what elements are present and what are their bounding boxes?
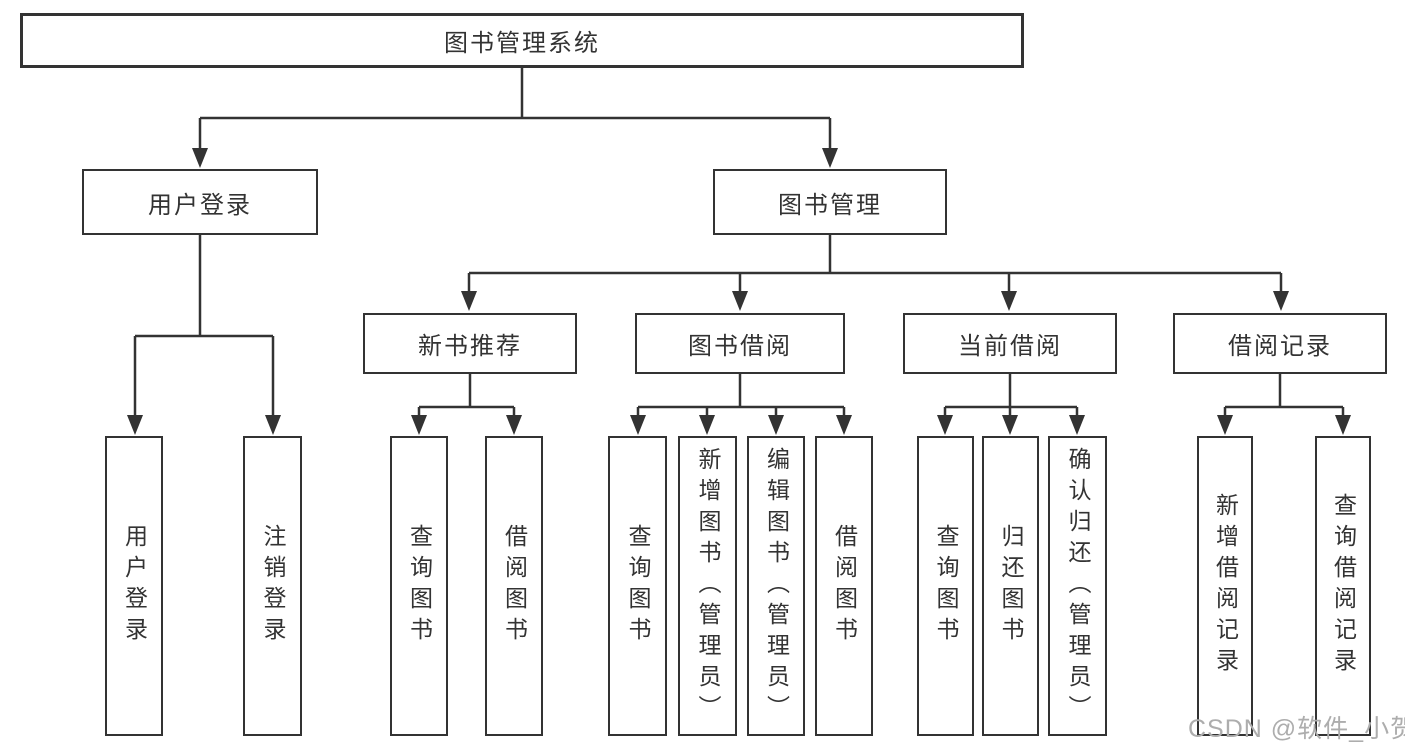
node-borrow-record-label: 借阅记录 — [1228, 333, 1332, 360]
leaf-edit-book-admin: 编辑图书（管理员） — [747, 436, 805, 736]
leaf-add-book-admin-label: 新增图书（管理员） — [695, 446, 721, 726]
node-borrow-record: 借阅记录 — [1173, 313, 1387, 374]
leaf-user-login-label: 用户登录 — [121, 524, 148, 648]
node-user-login: 用户登录 — [82, 169, 318, 235]
leaf-recommend-query-book: 查询图书 — [390, 436, 448, 736]
leaf-logout-label: 注销登录 — [260, 524, 286, 648]
leaf-recommend-borrow-book-label: 借阅图书 — [501, 524, 528, 648]
leaf-add-borrow-record: 新增借阅记录 — [1197, 436, 1253, 736]
node-book-borrow-label: 图书借阅 — [688, 333, 792, 360]
node-root-system: 图书管理系统 — [20, 13, 1024, 68]
csdn-watermark: CSDN @软件_小贺同学 — [1188, 715, 1405, 743]
leaf-recommend-query-book-label: 查询图书 — [406, 524, 433, 648]
leaf-add-borrow-record-label: 新增借阅记录 — [1212, 493, 1239, 679]
node-book-management-label: 图书管理 — [778, 191, 882, 219]
leaf-confirm-return-admin-label: 确认归还（管理员） — [1065, 446, 1091, 726]
leaf-user-login: 用户登录 — [105, 436, 163, 736]
node-root-label: 图书管理系统 — [444, 30, 600, 57]
leaf-current-query-book: 查询图书 — [917, 436, 974, 736]
leaf-borrow-query-book: 查询图书 — [608, 436, 667, 736]
leaf-add-book-admin: 新增图书（管理员） — [678, 436, 737, 736]
leaf-return-book: 归还图书 — [982, 436, 1039, 736]
leaf-query-borrow-record: 查询借阅记录 — [1315, 436, 1371, 736]
leaf-borrow-book-label: 借阅图书 — [831, 524, 858, 648]
node-user-login-label: 用户登录 — [148, 191, 252, 219]
leaf-confirm-return-admin: 确认归还（管理员） — [1048, 436, 1107, 736]
leaf-edit-book-admin-label: 编辑图书（管理员） — [763, 446, 790, 726]
leaf-return-book-label: 归还图书 — [998, 524, 1024, 648]
node-book-management: 图书管理 — [713, 169, 947, 235]
node-current-borrow: 当前借阅 — [903, 313, 1117, 374]
node-new-book-recommend-label: 新书推荐 — [418, 333, 522, 360]
leaf-current-query-book-label: 查询图书 — [933, 524, 959, 648]
leaf-borrow-query-book-label: 查询图书 — [625, 524, 651, 648]
node-current-borrow-label: 当前借阅 — [958, 333, 1062, 360]
leaf-query-borrow-record-label: 查询借阅记录 — [1330, 493, 1357, 679]
leaf-borrow-book: 借阅图书 — [815, 436, 873, 736]
node-new-book-recommend: 新书推荐 — [363, 313, 577, 374]
leaf-recommend-borrow-book: 借阅图书 — [485, 436, 543, 736]
leaf-logout: 注销登录 — [243, 436, 302, 736]
node-book-borrow: 图书借阅 — [635, 313, 845, 374]
